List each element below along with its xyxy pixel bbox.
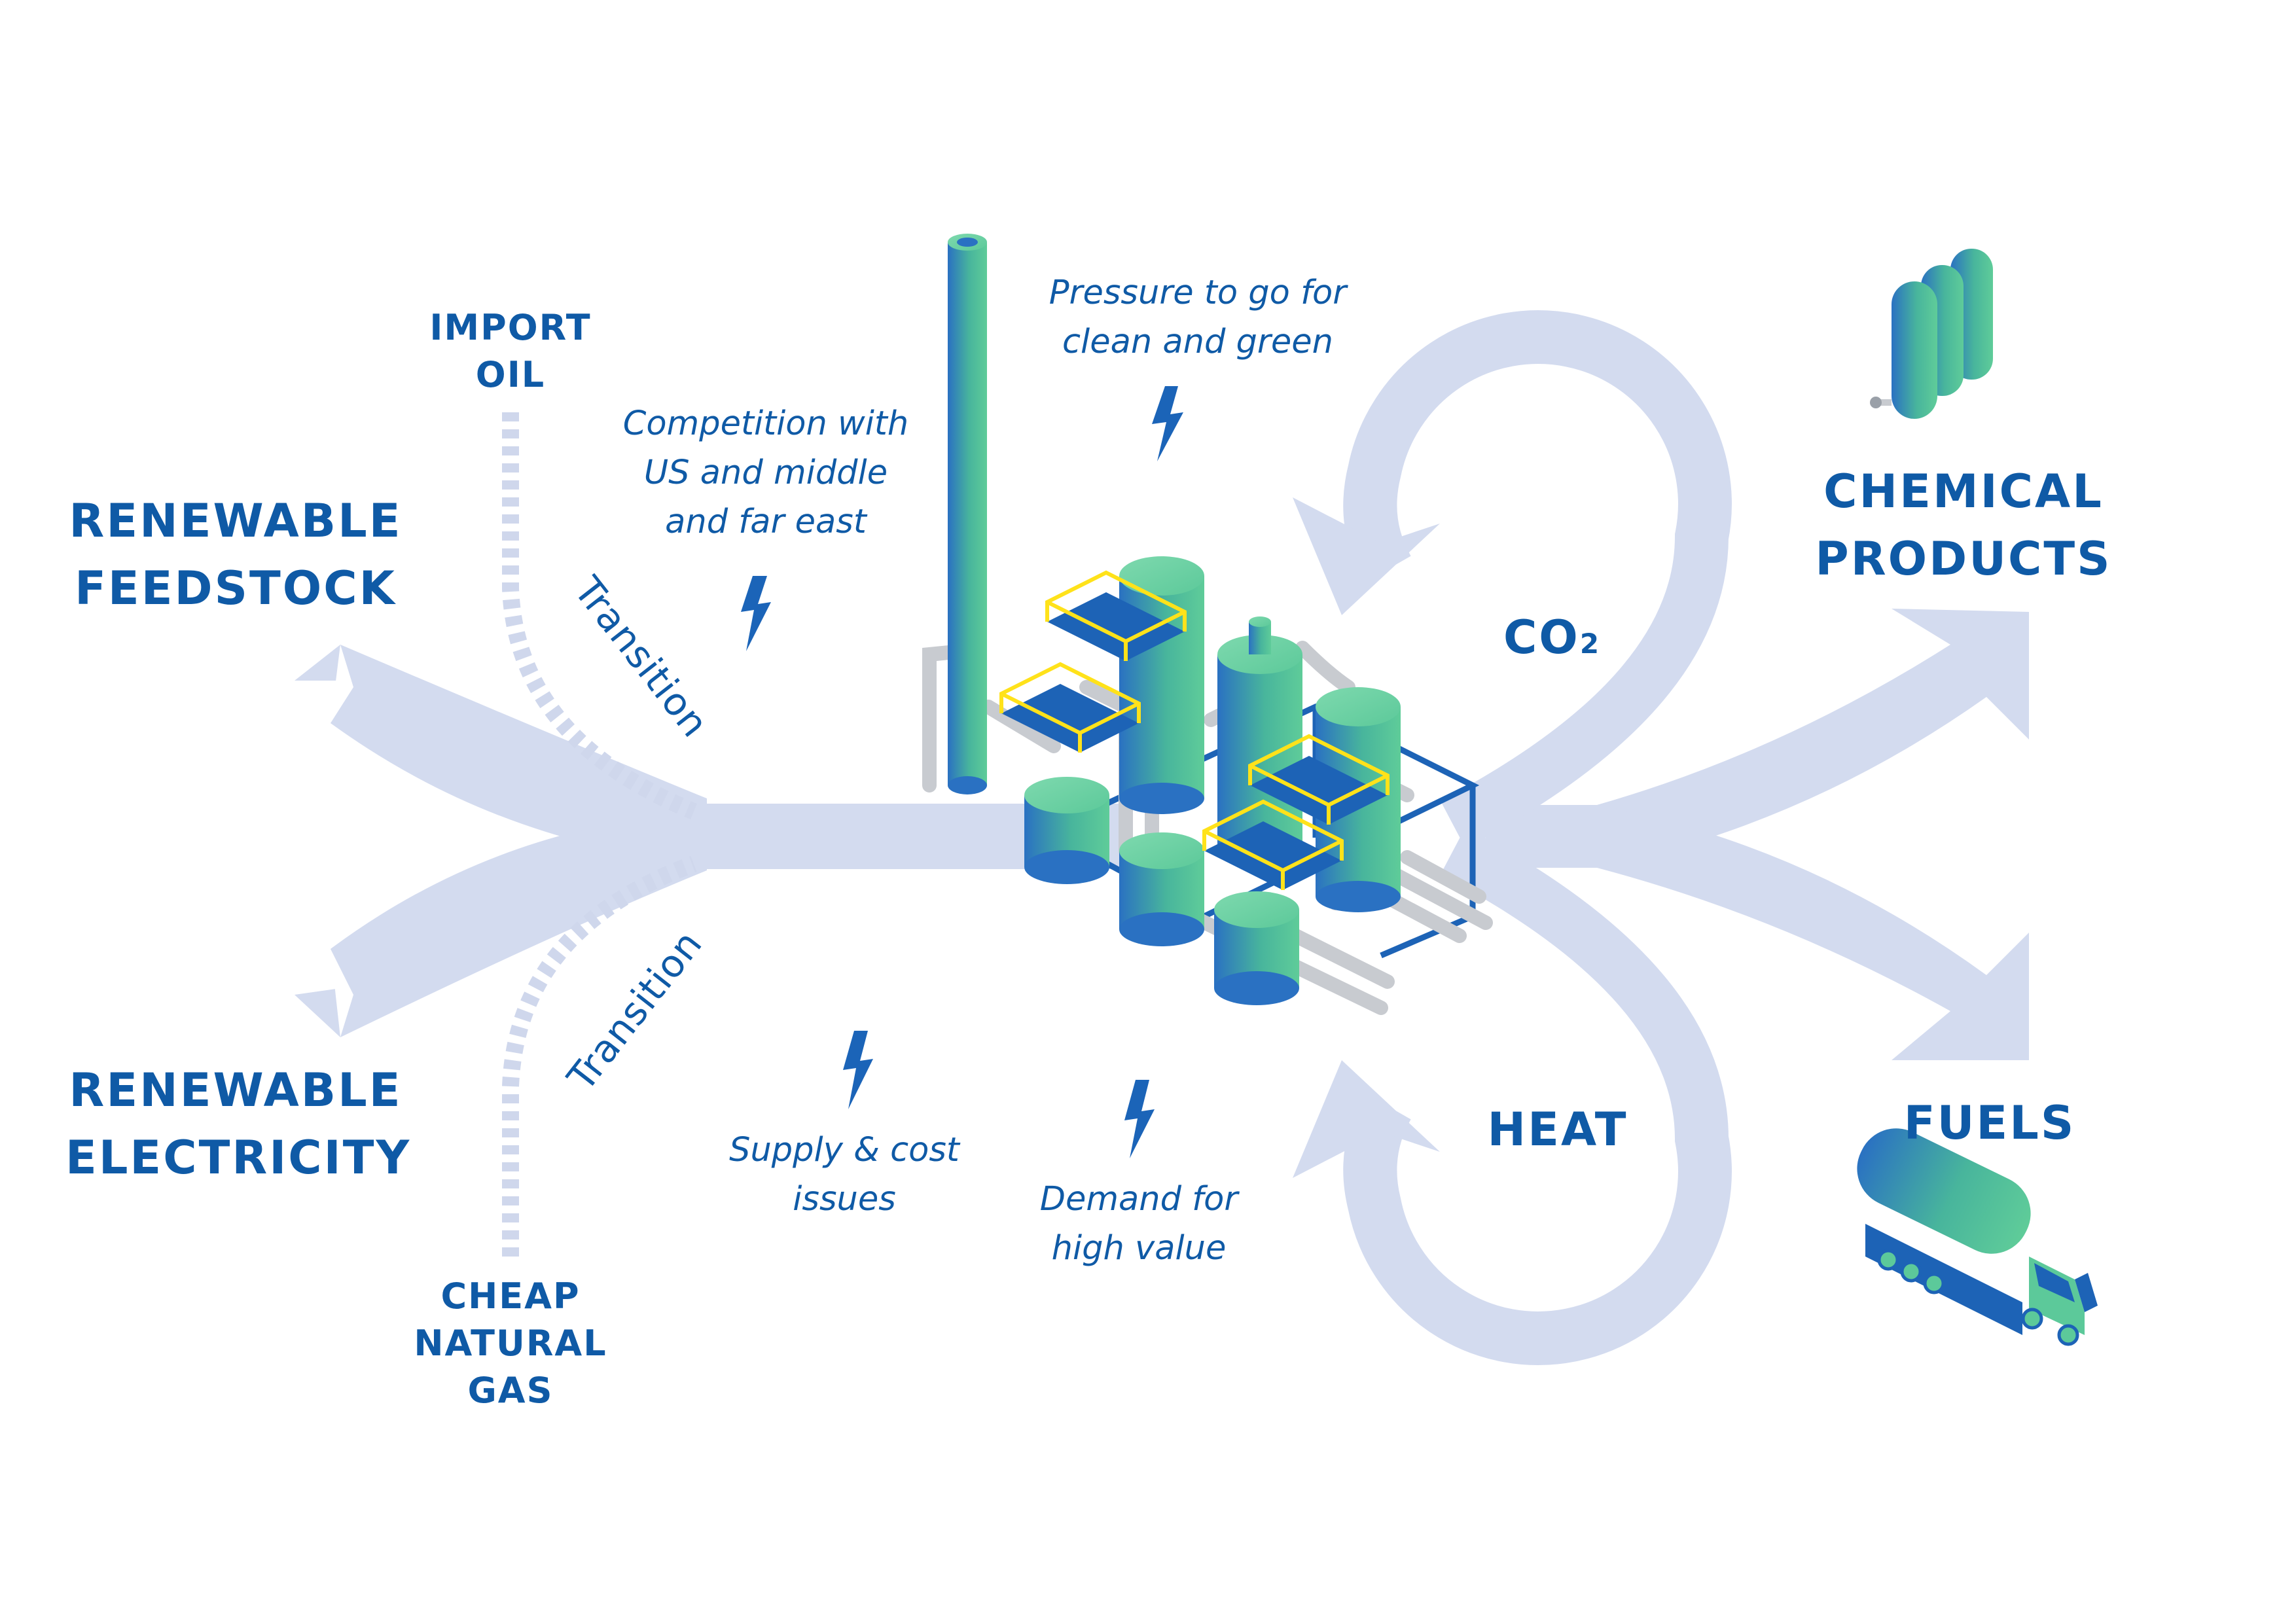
cheap-natural-gas-label: CHEAP NATURAL GAS — [414, 1275, 607, 1411]
co2-label: CO2 — [1473, 537, 1630, 677]
transition-dotted-paths — [502, 412, 697, 1257]
co2-loop-arrowhead — [1293, 497, 1440, 615]
renewable-feedstock-label: RENEWABLE FEEDSTOCK — [69, 494, 403, 615]
co2-subscript: 2 — [1579, 628, 1600, 660]
heat-loop-arrowhead — [1293, 1060, 1440, 1178]
co2-text: CO — [1503, 611, 1580, 664]
import-oil-label: IMPORT OIL — [429, 307, 592, 395]
chemical-output-arrow — [1597, 609, 2029, 868]
refinery-plant-icon — [922, 234, 1493, 1015]
fuels-label: FUELS — [1903, 1096, 2076, 1150]
demand-note: Demand for high value — [1039, 1180, 1238, 1268]
natural-gas-dotted-path — [502, 855, 697, 1257]
supply-note: Supply & cost issues — [729, 1131, 960, 1219]
co2-loop-arrow — [1343, 310, 1732, 849]
tanker-truck-icon — [1857, 1128, 2098, 1346]
lightning-bolt-icon — [1152, 386, 1183, 461]
pressure-note: Pressure to go for clean and green — [1049, 274, 1347, 361]
lightning-bolt-icon — [1124, 1080, 1155, 1158]
competition-note: Competition with US and middle and far e… — [622, 404, 909, 541]
heat-loop-arrow — [1343, 827, 1732, 1365]
import-oil-dotted-path — [502, 412, 697, 820]
lightning-bolt-icon — [843, 1031, 873, 1109]
recycle-loops — [1343, 310, 1732, 1365]
chemical-products-label: CHEMICAL PRODUCTS — [1815, 465, 2112, 586]
renewable-electricity-label: RENEWABLE ELECTRICITY — [65, 1063, 412, 1185]
gas-cylinders-icon — [1870, 249, 1993, 419]
lightning-bolt-icon — [741, 576, 771, 651]
heat-label: HEAT — [1487, 1103, 1628, 1156]
fuels-output-arrow — [1597, 805, 2029, 1060]
